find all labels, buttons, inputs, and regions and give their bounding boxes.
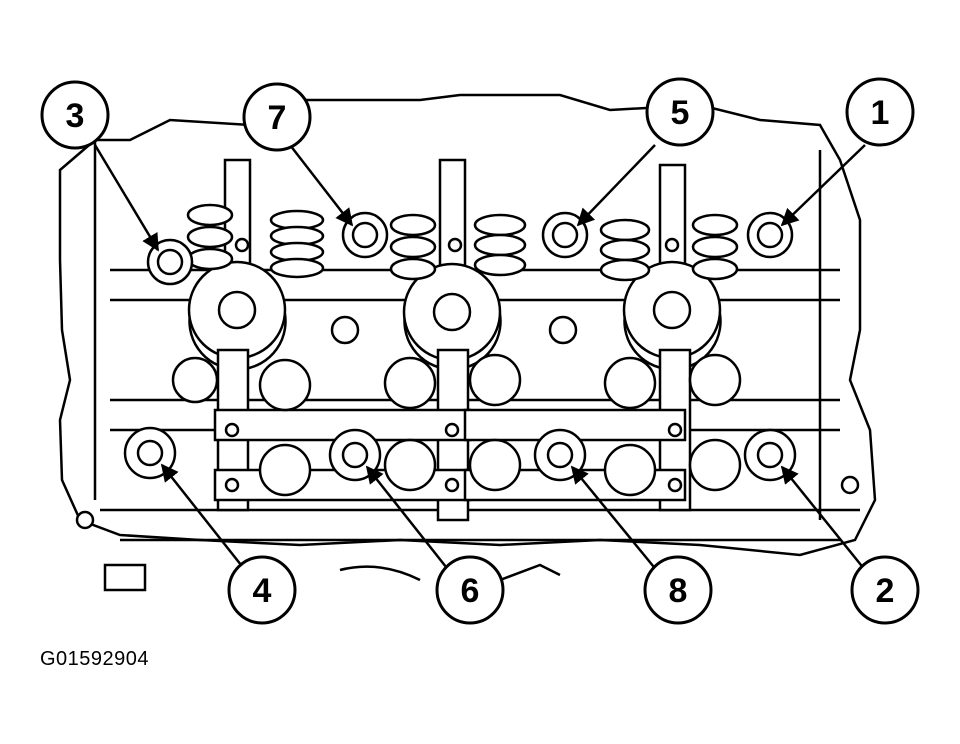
callout-3-label: 3 [66,97,85,135]
callout-3: 3 [40,80,110,150]
callout-2: 2 [850,555,920,625]
callout-8-label: 8 [669,572,688,610]
bolt-5 [541,211,589,259]
callout-5: 5 [645,77,715,147]
callout-8: 8 [643,555,713,625]
bolt-1 [746,211,794,259]
cam-journals [75,237,860,530]
callout-6-label: 6 [461,572,480,610]
figure-id-label: G01592904 [40,648,150,670]
callout-5-label: 5 [671,94,690,132]
callout-4: 4 [227,555,297,625]
callout-2-label: 2 [876,572,895,610]
callout-7: 7 [242,82,312,152]
callout-1-label: 1 [871,94,890,132]
callouts: 3 7 5 1 4 6 8 2 [40,77,920,625]
callout-4-label: 4 [253,572,272,610]
leader-arrows [93,144,866,573]
callout-7-label: 7 [268,99,287,137]
callout-1: 1 [845,77,915,147]
callout-6: 6 [435,555,505,625]
bolt-7 [341,211,389,259]
bolt-3 [146,238,194,286]
